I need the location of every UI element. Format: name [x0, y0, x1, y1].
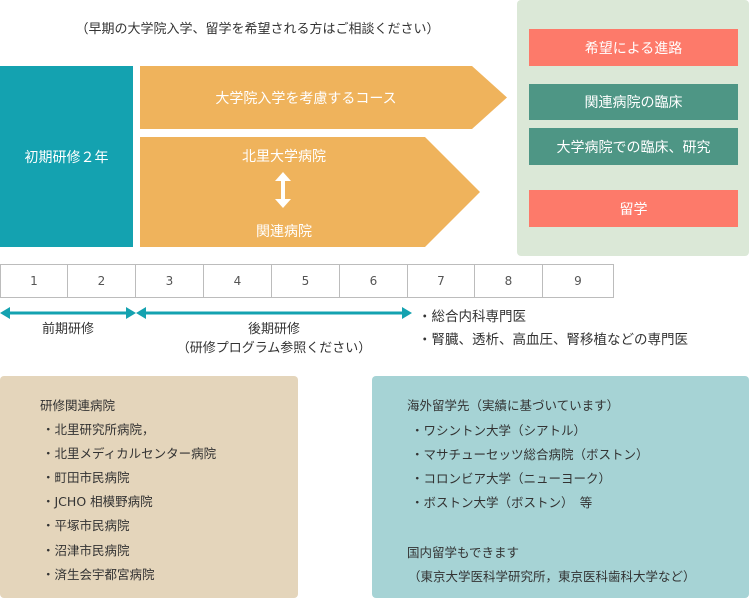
late-phase-arrow — [136, 305, 412, 324]
graduate-course-label: 大学院入学を考慮するコース — [215, 90, 397, 107]
consultation-note: （早期の大学院入学、留学を希望される方はご相談ください） — [75, 22, 440, 37]
study-abroad-box: 留学 — [529, 190, 738, 227]
graduate-course-arrow — [140, 66, 508, 129]
overseas-item: ・マサチューセッツ総合病院（ボストン） — [411, 447, 649, 462]
overseas-item: ・ワシントン大学（シアトル） — [411, 423, 587, 438]
related-hospital-item: ・北里研究所病院， — [42, 422, 155, 437]
hospital-top-label: 北里大学病院 — [242, 149, 326, 165]
initial-training-label: 初期研修２年 — [24, 149, 109, 166]
year-timeline: 1 2 3 4 5 6 7 8 9 — [0, 264, 614, 298]
late-phase-label: 後期研修 — [247, 322, 300, 337]
career-path-related-clinical: 関連病院の臨床 — [529, 84, 738, 120]
updown-arrow-icon — [275, 172, 291, 212]
hospital-course-arrow — [140, 137, 481, 247]
overseas-item: ・ボストン大学（ボストン） 等 — [411, 495, 593, 510]
related-hospital-item: ・町田市民病院 — [42, 470, 130, 485]
related-hospital-item: ・平塚市民病院 — [42, 518, 130, 533]
career-paths-title: 希望による進路 — [529, 29, 738, 66]
overseas-item: ・コロンビア大学（ニューヨーク） — [411, 471, 612, 486]
related-hospital-item: ・沼津市民病院 — [42, 543, 130, 558]
specialty-item: ・腎臓、透析、高血圧、腎移植などの専門医 — [418, 332, 688, 348]
overseas-study-box — [372, 376, 749, 598]
career-path-university-research: 大学病院での臨床、研究 — [529, 128, 738, 165]
initial-training-block: 初期研修２年 — [0, 66, 133, 247]
timeline-cell: 7 — [408, 265, 475, 297]
related-hospitals-box — [0, 376, 298, 598]
related-hospital-item: ・済生会宇都宮病院 — [42, 567, 155, 582]
overseas-title: 海外留学先（実績に基づいています） — [407, 398, 620, 413]
domestic-study-title: 国内留学もできます — [407, 545, 520, 560]
related-hospital-item: ・JCHO 相模野病院 — [42, 494, 153, 509]
timeline-cell: 5 — [272, 265, 340, 297]
early-phase-label: 前期研修 — [41, 322, 94, 337]
timeline-cell: 8 — [475, 265, 543, 297]
timeline-cell: 6 — [340, 265, 408, 297]
hospital-bottom-label: 関連病院 — [256, 224, 312, 240]
related-hospital-item: ・北里メディカルセンター病院 — [42, 446, 217, 461]
specialty-item: ・総合内科専門医 — [418, 309, 526, 325]
timeline-cell: 4 — [204, 265, 272, 297]
late-phase-note: （研修プログラム参照ください） — [176, 341, 372, 356]
timeline-cell: 2 — [68, 265, 136, 297]
related-hospitals-title: 研修関連病院 — [40, 398, 116, 413]
early-phase-arrow — [0, 305, 136, 324]
timeline-cell: 1 — [1, 265, 68, 297]
domestic-study-detail: （東京大学医科学研究所，東京医科歯科大学など） — [408, 569, 696, 584]
timeline-cell: 9 — [574, 274, 582, 288]
timeline-cell: 3 — [136, 265, 204, 297]
